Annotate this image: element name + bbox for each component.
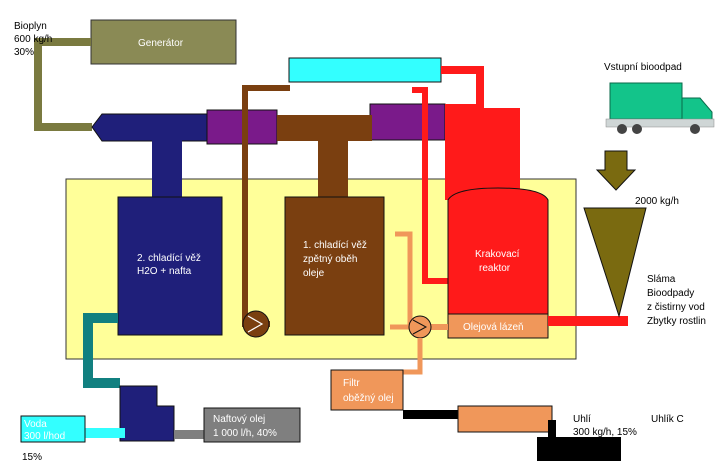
orange-down-pipe [403, 338, 423, 375]
reactor-label-1: Krakovací [475, 249, 520, 260]
nafta-label-2: 1 000 l/h, 40% [213, 428, 277, 439]
slama-label-1: Sláma [647, 274, 676, 285]
nafta-box [203, 407, 301, 443]
feed-hopper [583, 207, 647, 318]
biogas-pipe [34, 38, 92, 131]
uhli-pipe-black [403, 410, 461, 419]
tower1-label-3: oleje [303, 268, 325, 279]
voda-label-2: 300 l/hod [24, 431, 65, 442]
feed-arrow [595, 150, 637, 191]
tower2-label-1: 2. chladící věž [137, 253, 201, 264]
pump-arrow [247, 315, 264, 333]
generator-box [90, 19, 237, 65]
connector-2 [369, 103, 446, 141]
filtr-label-2: oběžný olej [343, 393, 394, 404]
tower-1 [284, 196, 385, 336]
orange-filter-pipe [390, 231, 413, 330]
biomass-feed-pipe [548, 316, 628, 326]
uhli-label-1: Uhlí [573, 414, 591, 425]
slama-label-3: z čistirny vod [647, 302, 705, 313]
teal-pipe [83, 313, 120, 388]
vstupni-label: Vstupní bioodpad [604, 62, 682, 73]
slama-label-4: Zbytky rostlin [647, 316, 706, 327]
bioplyn-label-1: Bioplyn [14, 21, 47, 32]
olejova-lazen-box [447, 313, 549, 339]
flow-2000-label: 2000 kg/h [635, 196, 679, 207]
navy-riser [152, 138, 182, 198]
tower2-label-2: H2O + nafta [137, 266, 192, 277]
uhlik-label: Uhlík C [651, 414, 684, 425]
uhlik-link [548, 420, 556, 438]
slama-label-2: Bioodpady [647, 288, 694, 299]
nafta-pipe [174, 430, 206, 439]
generator-label: Generátor [138, 38, 184, 49]
brown-header [277, 115, 372, 141]
navy-tank [119, 385, 175, 442]
krakovaci-reactor [447, 187, 549, 339]
truck-icon [605, 82, 715, 134]
nafta-label-1: Naftový olej [213, 414, 265, 425]
tower1-label-2: zpětný oběh [303, 254, 358, 265]
olejova-label: Olejová lázeň [463, 322, 524, 333]
red-top-pipe [441, 66, 484, 112]
reactor-label-2: reaktor [479, 263, 511, 274]
navy-inlet-nozzle [91, 113, 221, 142]
tower1-label-1: 1. chladící věž [303, 240, 367, 251]
voda-pipe [85, 428, 125, 438]
voda-label-1: Voda [24, 419, 47, 430]
uhli-box [457, 405, 553, 433]
voda-label-3: 15% [22, 452, 42, 463]
condenser-box [288, 57, 442, 83]
filtr-box [330, 369, 404, 411]
pump-icon-2 [408, 315, 432, 339]
bioplyn-label-3: 30% [14, 47, 34, 58]
pump-arrow-2 [412, 319, 428, 335]
brown-riser [318, 138, 348, 198]
voda-box [20, 415, 86, 443]
uhlik-bar [537, 437, 621, 461]
bioplyn-label-2: 600 kg/h [14, 34, 52, 45]
tower-2 [117, 196, 223, 336]
uhli-label-2: 300 kg/h, 15% [573, 427, 637, 438]
pump-icon [242, 310, 270, 338]
filtr-label-1: Filtr [343, 378, 360, 389]
red-feed-pipe [412, 87, 455, 284]
